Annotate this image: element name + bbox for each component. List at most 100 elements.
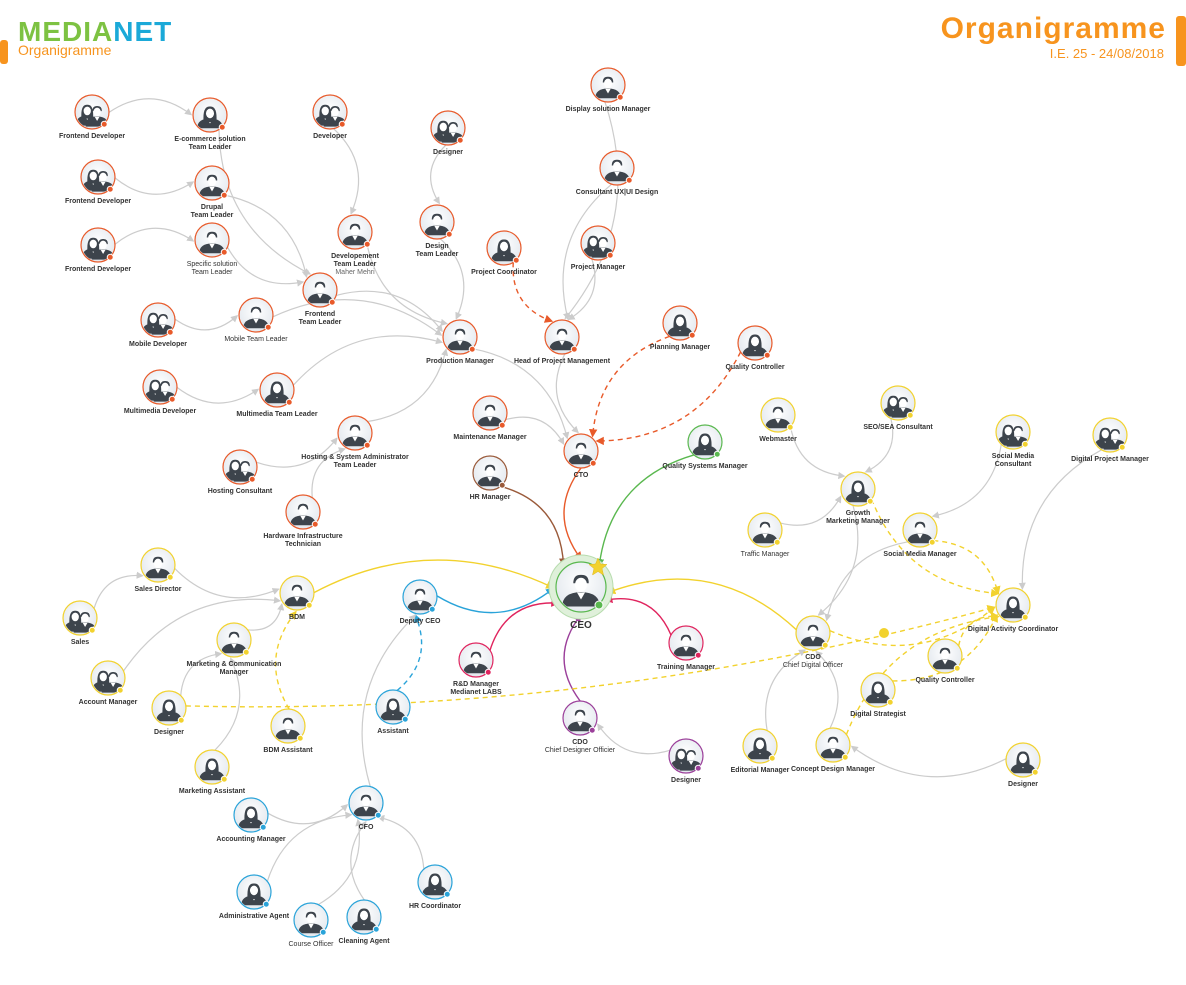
edge-social-consultant-to-social-manager [931, 444, 1002, 519]
node-webmaster [760, 397, 796, 433]
avatar-icon [673, 634, 699, 657]
label-line-2: Consultant [994, 461, 1032, 468]
label-webmaster: Webmaster [759, 436, 797, 444]
label-frontend-dev-1: Frontend Developer [59, 133, 125, 141]
node-course-officer [293, 902, 329, 938]
edge-seo-consultant-to-growth-manager [864, 418, 894, 473]
label-digital-strategist: Digital Strategist [850, 711, 906, 719]
node-mobile-lead [238, 297, 274, 333]
edge-rd-manager-to-ceo [489, 598, 560, 651]
status-dot [786, 423, 794, 431]
label-line-1: Multimedia Team Leader [236, 411, 318, 418]
edge-admin-agent-to-cfo [266, 811, 353, 882]
label-course-officer: Course Officer [289, 941, 334, 949]
status-dot [116, 686, 124, 694]
label-maintenance-manager: Maintenance Manager [453, 434, 526, 442]
status-dot [1021, 613, 1029, 621]
label-line-1: Administrative Agent [218, 913, 290, 920]
node-training-manager [668, 625, 704, 661]
label-consultant-ux: Consultant UX|UI Design [576, 189, 658, 197]
label-cto: CTO [574, 472, 589, 480]
avatar-icon [765, 406, 791, 429]
edge-ecom-lead-to-frontend-lead [218, 129, 312, 275]
status-dot [1118, 443, 1126, 451]
label-line-1: Multimedia Developer [123, 408, 197, 415]
edge-concept-manager-to-cdo-digital [815, 650, 839, 729]
label-line-2: Team Leader [190, 212, 234, 219]
avatar-icon [221, 631, 247, 654]
node-cdo-designer [562, 700, 598, 736]
label-production-manager: Production Manager [426, 358, 494, 366]
edge-cfo-to-deputy-ceo [361, 614, 417, 787]
edge-designer-left-to-marcom-manager [180, 650, 223, 696]
label-line-2: Team Leader [333, 462, 377, 469]
edge-multimedia-lead-to-production-manager [292, 335, 444, 386]
node-developer [312, 94, 348, 130]
label-line-1: Designer [154, 729, 184, 736]
label-head-pm: Head of Project Management [514, 358, 610, 366]
label-sales-director: Sales Director [134, 586, 181, 594]
label-line-1: Drupal [200, 204, 224, 211]
label-line-1: Quality Systems Manager [662, 463, 748, 470]
label-sales: Sales [71, 639, 89, 647]
node-cleaning-agent [346, 899, 382, 935]
label-line-1: Frontend Developer [58, 133, 126, 140]
label-multimedia-dev: Multimedia Developer [124, 408, 196, 416]
node-hr-coordinator [417, 864, 453, 900]
edge-marcom-manager-to-bdm [247, 602, 285, 631]
edge-growth-manager-to-cdo-digital [817, 505, 859, 616]
label-admin-agent: Administrative Agent [219, 913, 289, 921]
label-line-1: Hosting Consultant [207, 488, 273, 495]
node-hr-manager [472, 455, 508, 491]
status-dot [588, 726, 596, 734]
status-dot [713, 450, 721, 458]
edge-mobile-lead-to-production-manager [272, 299, 443, 336]
status-dot [1021, 440, 1029, 448]
node-production-manager [442, 319, 478, 355]
label-designer-right: Designer [1008, 781, 1038, 789]
status-dot [166, 328, 174, 336]
label-frontend-dev-2: Frontend Developer [65, 198, 131, 206]
node-design-lead [419, 204, 455, 240]
avatar-icon [752, 521, 778, 544]
label-account-manager: Account Manager [79, 699, 138, 707]
edge-assistant-to-deputy-ceo [396, 613, 423, 692]
label-line-1: Design [425, 243, 449, 250]
label-marketing-assistant: Marketing Assistant [179, 788, 245, 796]
label-line-1: CDO [805, 654, 821, 661]
status-dot [363, 240, 371, 248]
label-hr-manager: HR Manager [470, 494, 511, 502]
status-dot [338, 120, 346, 128]
avatar-icon [477, 404, 503, 427]
avatar-icon [422, 873, 448, 896]
label-ceo: CEO [570, 620, 592, 631]
label-line-1: Social Media [991, 453, 1035, 460]
node-designer-cdo [668, 738, 704, 774]
label-line-1: Frontend Developer [64, 198, 132, 205]
label-line-1: Growth [845, 510, 871, 517]
label-line-1: Mobile Developer [129, 341, 187, 348]
avatar-icon [342, 223, 368, 246]
label-line-2: Marketing Manager [826, 518, 890, 525]
node-planning-manager [662, 305, 698, 341]
edge-design-lead-to-production-manager [439, 238, 465, 320]
avatar-icon [342, 424, 368, 447]
status-dot [305, 601, 313, 609]
label-line-1: CFO [358, 824, 374, 831]
node-consultant-ux [599, 150, 635, 186]
node-designer-left [151, 690, 187, 726]
label-line-2: Team Leader [188, 144, 232, 151]
edge-bdm-assistant-to-bdm [274, 610, 297, 710]
node-frontend-dev-2 [80, 159, 116, 195]
node-account-manager [90, 660, 126, 696]
label-line-1: Cleaning Agent [338, 938, 390, 945]
node-assistant [375, 689, 411, 725]
label-line-1: Designer [1008, 781, 1038, 788]
label-digital-activity: Digital Activity Coordinator [968, 626, 1058, 634]
